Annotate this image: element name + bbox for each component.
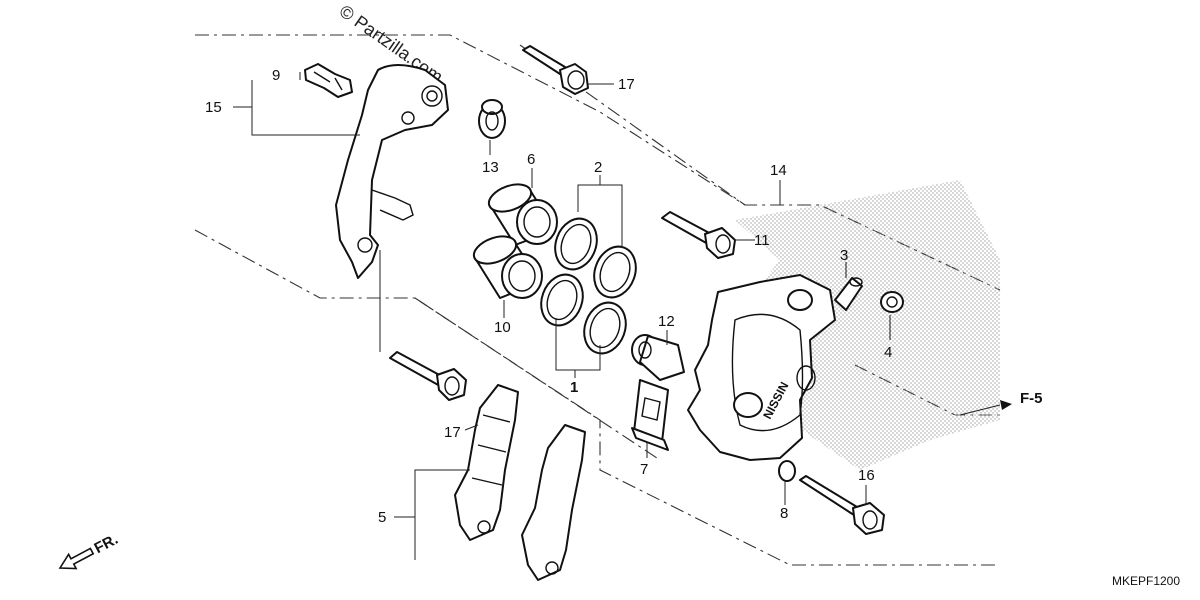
callout-12: 12 [658,313,675,330]
bolt-lower [389,351,467,401]
callout-16: 16 [858,467,875,484]
diagram-code: MKEPF1200 [1112,574,1180,588]
bolt-top [522,45,589,95]
pad-spring [631,379,669,451]
caliper-body: NISSIN [687,274,836,461]
brake-pad-inner [521,424,586,581]
caliper-bracket [335,64,449,279]
callout-17-lower: 17 [444,424,461,441]
callout-13: 13 [482,159,499,176]
callout-14: 14 [770,162,787,179]
callout-6: 6 [527,151,535,168]
callout-17-top: 17 [618,76,635,93]
bleeder-cap [880,291,904,313]
callout-labels: 1 2 3 4 5 6 7 8 9 10 11 12 13 14 15 16 1… [205,67,1043,526]
leader-lines [233,72,891,560]
callout-11: 11 [754,232,770,249]
callout-7: 7 [640,461,648,478]
callout-1: 1 [570,379,578,396]
pad-spring-clip [304,63,353,98]
callout-4: 4 [884,344,892,361]
callout-9: 9 [272,67,280,84]
front-arrow-label: FR. [92,531,121,557]
callout-2: 2 [594,159,602,176]
pad-pin-bolt [799,475,885,535]
brake-pad-outer [454,384,519,541]
front-arrow-icon [58,547,95,570]
washer [778,460,796,482]
slide-pin-upper [661,211,736,259]
slide-pin-boot [631,334,685,381]
callout-15: 15 [205,99,222,116]
piston-upper [487,183,558,246]
piston-lower [472,235,543,299]
reference-arrow [959,400,1012,416]
seal-set [540,217,637,355]
reference-label: F-5 [1020,390,1043,407]
bleeder-valve [834,277,863,311]
callout-5: 5 [378,509,386,526]
callout-10: 10 [494,319,511,336]
front-direction-indicator: FR. [58,531,121,570]
callout-8: 8 [780,505,788,522]
callout-3: 3 [840,247,848,264]
pin-boot [478,99,506,139]
